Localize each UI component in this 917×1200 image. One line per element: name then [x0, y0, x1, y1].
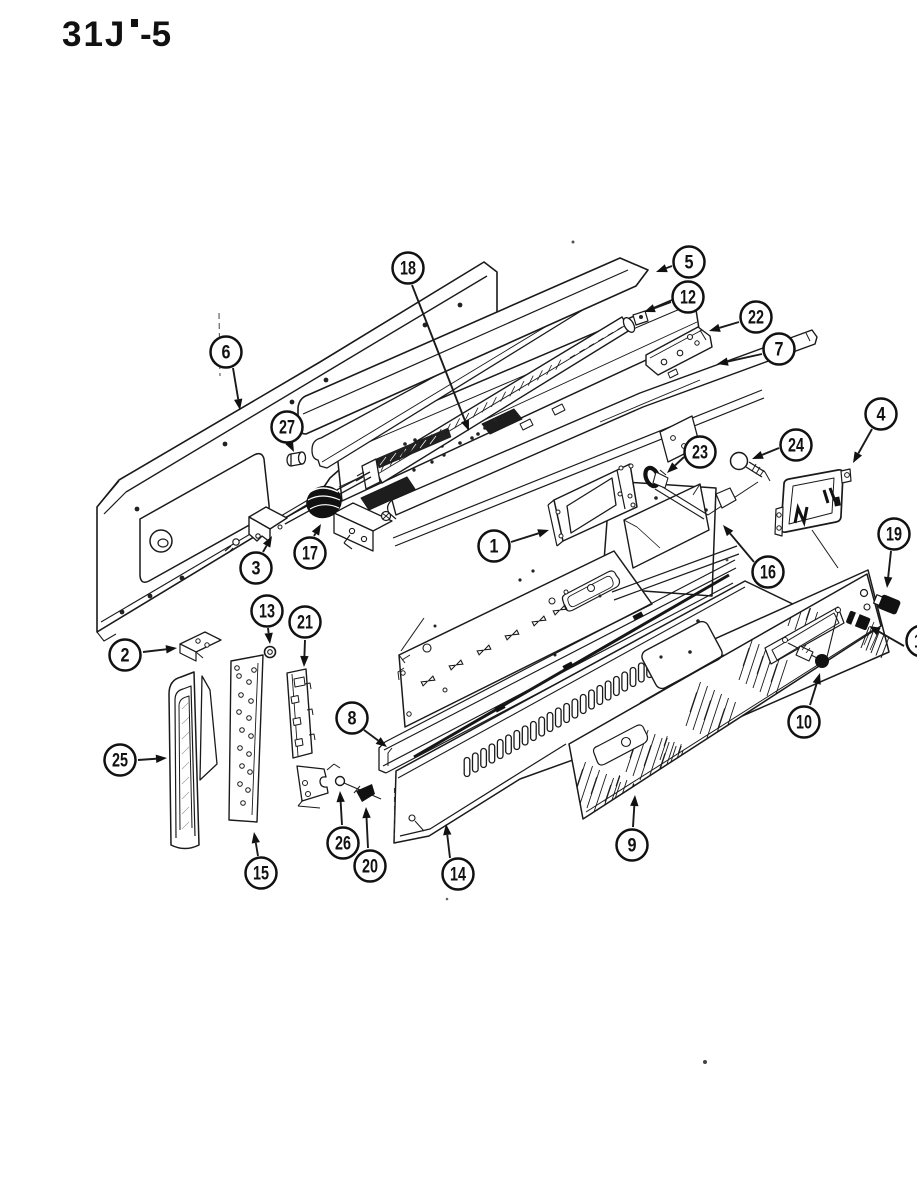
svg-text:10: 10 [796, 713, 812, 734]
svg-text:24: 24 [788, 436, 804, 457]
svg-text:5: 5 [685, 253, 694, 274]
svg-text:7: 7 [775, 340, 784, 361]
svg-text:6: 6 [222, 343, 231, 364]
svg-text:27: 27 [279, 418, 295, 439]
svg-text:2: 2 [121, 646, 130, 667]
svg-text:-5: -5 [140, 15, 171, 54]
svg-text:1: 1 [490, 537, 499, 558]
svg-text:23: 23 [692, 443, 708, 464]
svg-text:25: 25 [112, 751, 128, 772]
svg-text:31J: 31J [62, 15, 126, 54]
svg-text:21: 21 [297, 613, 313, 634]
svg-text:3: 3 [252, 559, 261, 580]
svg-text:20: 20 [362, 857, 378, 878]
svg-text:16: 16 [760, 563, 776, 584]
svg-text:8: 8 [348, 709, 357, 730]
svg-text:14: 14 [450, 865, 466, 886]
svg-text:9: 9 [628, 836, 637, 857]
svg-text:13: 13 [259, 602, 275, 623]
svg-text:22: 22 [748, 308, 764, 329]
svg-text:26: 26 [335, 834, 351, 855]
svg-text:18: 18 [400, 259, 416, 280]
svg-text:19: 19 [886, 525, 902, 546]
svg-text:12: 12 [680, 288, 696, 309]
svg-text:17: 17 [302, 544, 318, 565]
svg-text:4: 4 [877, 405, 886, 426]
svg-text:15: 15 [253, 864, 269, 885]
svg-text:11: 11 [914, 632, 917, 653]
